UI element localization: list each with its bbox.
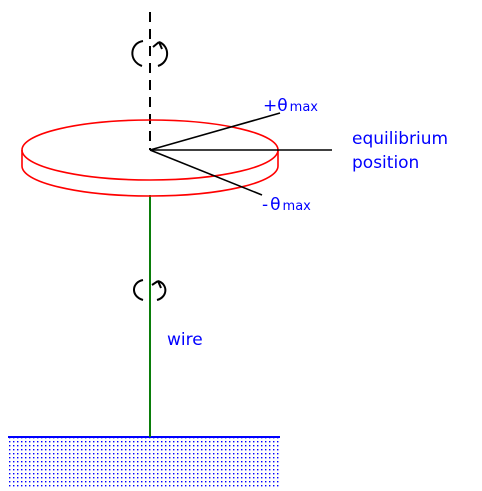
rotation-arrow-icon — [133, 279, 167, 301]
theta-minus-line — [149, 149, 263, 196]
theta-plus-sub: max — [290, 100, 319, 115]
disk-edge — [21, 150, 279, 197]
theta-plus-symbol: θ — [277, 96, 287, 116]
wire-label: wire — [167, 330, 203, 350]
rotation-arrow-icon — [131, 40, 169, 67]
theta-plus-line — [149, 112, 281, 151]
theta-plus-sign: + — [263, 96, 277, 116]
equilibrium-label-line2: position — [352, 153, 419, 173]
ground — [8, 436, 280, 487]
theta-minus-symbol: θ — [270, 195, 280, 215]
ground-fill — [8, 437, 280, 487]
theta-minus-sign: - — [262, 195, 268, 215]
equilibrium-label-line1: equilibrium — [352, 129, 448, 149]
theta-minus-sub: max — [283, 199, 312, 214]
angle-lines — [149, 112, 332, 196]
